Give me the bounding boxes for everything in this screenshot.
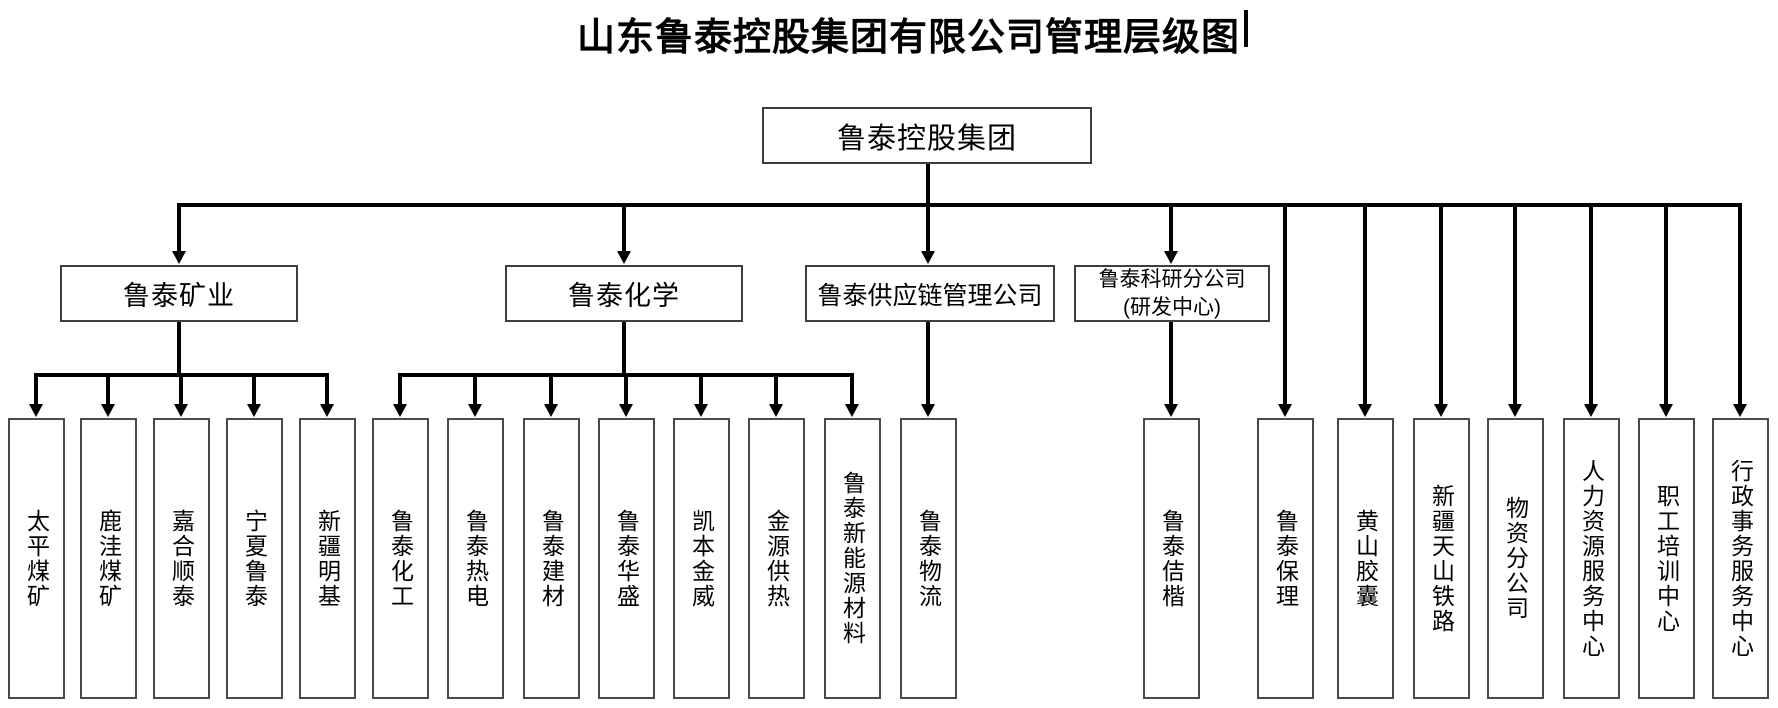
arrow-head bbox=[320, 404, 334, 417]
node-leaf: 人力资源服务中心 bbox=[1563, 418, 1620, 699]
node-leaf: 鲁泰化工 bbox=[372, 418, 429, 699]
node-label: 人力资源服务中心 bbox=[1578, 458, 1605, 659]
node-label: 鲁泰佶楷 bbox=[1158, 508, 1185, 609]
arrow-head bbox=[617, 251, 631, 264]
node-leaf: 太平煤矿 bbox=[8, 418, 65, 699]
node-label: 鲁泰供应链管理公司 bbox=[817, 281, 1043, 310]
node-label: 新疆天山铁路 bbox=[1428, 483, 1455, 634]
arrow-head bbox=[544, 404, 558, 417]
node-leaf: 鲁泰佶楷 bbox=[1143, 418, 1200, 699]
arrow-head bbox=[172, 251, 186, 264]
node-leaf: 职工培训中心 bbox=[1638, 418, 1695, 699]
node-label: 鲁泰矿业 bbox=[123, 281, 235, 311]
node-leaf: 鲁泰华盛 bbox=[598, 418, 655, 699]
arrow-head bbox=[1278, 404, 1292, 417]
arrow-head bbox=[921, 251, 935, 264]
arrow-head bbox=[921, 404, 935, 417]
node-label: 金源供热 bbox=[763, 508, 790, 609]
node-label: 鲁泰新能源材料 bbox=[839, 471, 866, 646]
node-leaf: 鲁泰建材 bbox=[523, 418, 580, 699]
node-label: 宁夏鲁泰 bbox=[241, 508, 268, 609]
node-leaf: 鲁泰物流 bbox=[900, 418, 957, 699]
node-label: 鲁泰热电 bbox=[462, 508, 489, 609]
node-label: 新疆明基 bbox=[314, 508, 341, 609]
arrow-head bbox=[101, 404, 115, 417]
arrow-head bbox=[1164, 404, 1178, 417]
node-label: 太平煤矿 bbox=[23, 508, 50, 609]
arrow-head bbox=[1659, 404, 1673, 417]
arrow-head bbox=[619, 404, 633, 417]
node-leaf: 鲁泰新能源材料 bbox=[824, 418, 881, 699]
arrow-head bbox=[1733, 404, 1747, 417]
arrow-head bbox=[694, 404, 708, 417]
node-label: 鲁泰化学 bbox=[568, 281, 680, 311]
arrow-head bbox=[247, 404, 261, 417]
node-label: 鲁泰保理 bbox=[1272, 508, 1299, 609]
node-group-mining: 鲁泰矿业 bbox=[60, 265, 298, 322]
arrow-head bbox=[1434, 404, 1448, 417]
node-group-research: 鲁泰科研分公司 (研发中心) bbox=[1074, 265, 1270, 322]
node-label: 物资分公司 bbox=[1502, 496, 1529, 621]
node-leaf: 鹿洼煤矿 bbox=[80, 418, 137, 699]
node-label: 职工培训中心 bbox=[1653, 483, 1680, 634]
node-leaf: 物资分公司 bbox=[1487, 418, 1544, 699]
node-leaf: 黄山胶囊 bbox=[1337, 418, 1394, 699]
arrow-head bbox=[1508, 404, 1522, 417]
node-label: 黄山胶囊 bbox=[1352, 508, 1379, 609]
arrow-head bbox=[1584, 404, 1598, 417]
node-label: 嘉合顺泰 bbox=[168, 508, 195, 609]
node-leaf: 新疆天山铁路 bbox=[1413, 418, 1470, 699]
node-root: 鲁泰控股集团 bbox=[762, 107, 1092, 164]
node-group-chemistry: 鲁泰化学 bbox=[505, 265, 743, 322]
arrow-head bbox=[845, 404, 859, 417]
node-label: 鲁泰建材 bbox=[538, 508, 565, 609]
node-leaf: 宁夏鲁泰 bbox=[226, 418, 283, 699]
node-leaf: 行政事务服务中心 bbox=[1712, 418, 1769, 699]
node-label: 鹿洼煤矿 bbox=[95, 508, 122, 609]
node-leaf: 嘉合顺泰 bbox=[153, 418, 210, 699]
arrow-head bbox=[29, 404, 43, 417]
node-label: 鲁泰华盛 bbox=[613, 508, 640, 609]
arrow-head bbox=[393, 404, 407, 417]
node-label: 鲁泰物流 bbox=[915, 508, 942, 609]
arrow-head bbox=[174, 404, 188, 417]
node-label: 凯本金威 bbox=[688, 508, 715, 609]
node-label: 鲁泰化工 bbox=[387, 508, 414, 609]
node-leaf: 新疆明基 bbox=[299, 418, 356, 699]
text-cursor bbox=[1244, 10, 1248, 47]
node-label: 行政事务服务中心 bbox=[1727, 458, 1754, 659]
node-group-supply-chain: 鲁泰供应链管理公司 bbox=[805, 265, 1055, 322]
node-leaf: 鲁泰热电 bbox=[447, 418, 504, 699]
arrow-head bbox=[1164, 251, 1178, 264]
chart-title: 山东鲁泰控股集团有限公司管理层级图 bbox=[577, 17, 1241, 59]
node-leaf: 金源供热 bbox=[748, 418, 805, 699]
node-label: 鲁泰控股集团 bbox=[836, 122, 1017, 155]
node-label: (研发中心) bbox=[1123, 295, 1221, 319]
node-leaf: 凯本金威 bbox=[673, 418, 730, 699]
arrow-head bbox=[1358, 404, 1372, 417]
arrow-head bbox=[769, 404, 783, 417]
arrow-head bbox=[468, 404, 482, 417]
node-label: 鲁泰科研分公司 bbox=[1098, 268, 1246, 292]
node-leaf: 鲁泰保理 bbox=[1257, 418, 1314, 699]
